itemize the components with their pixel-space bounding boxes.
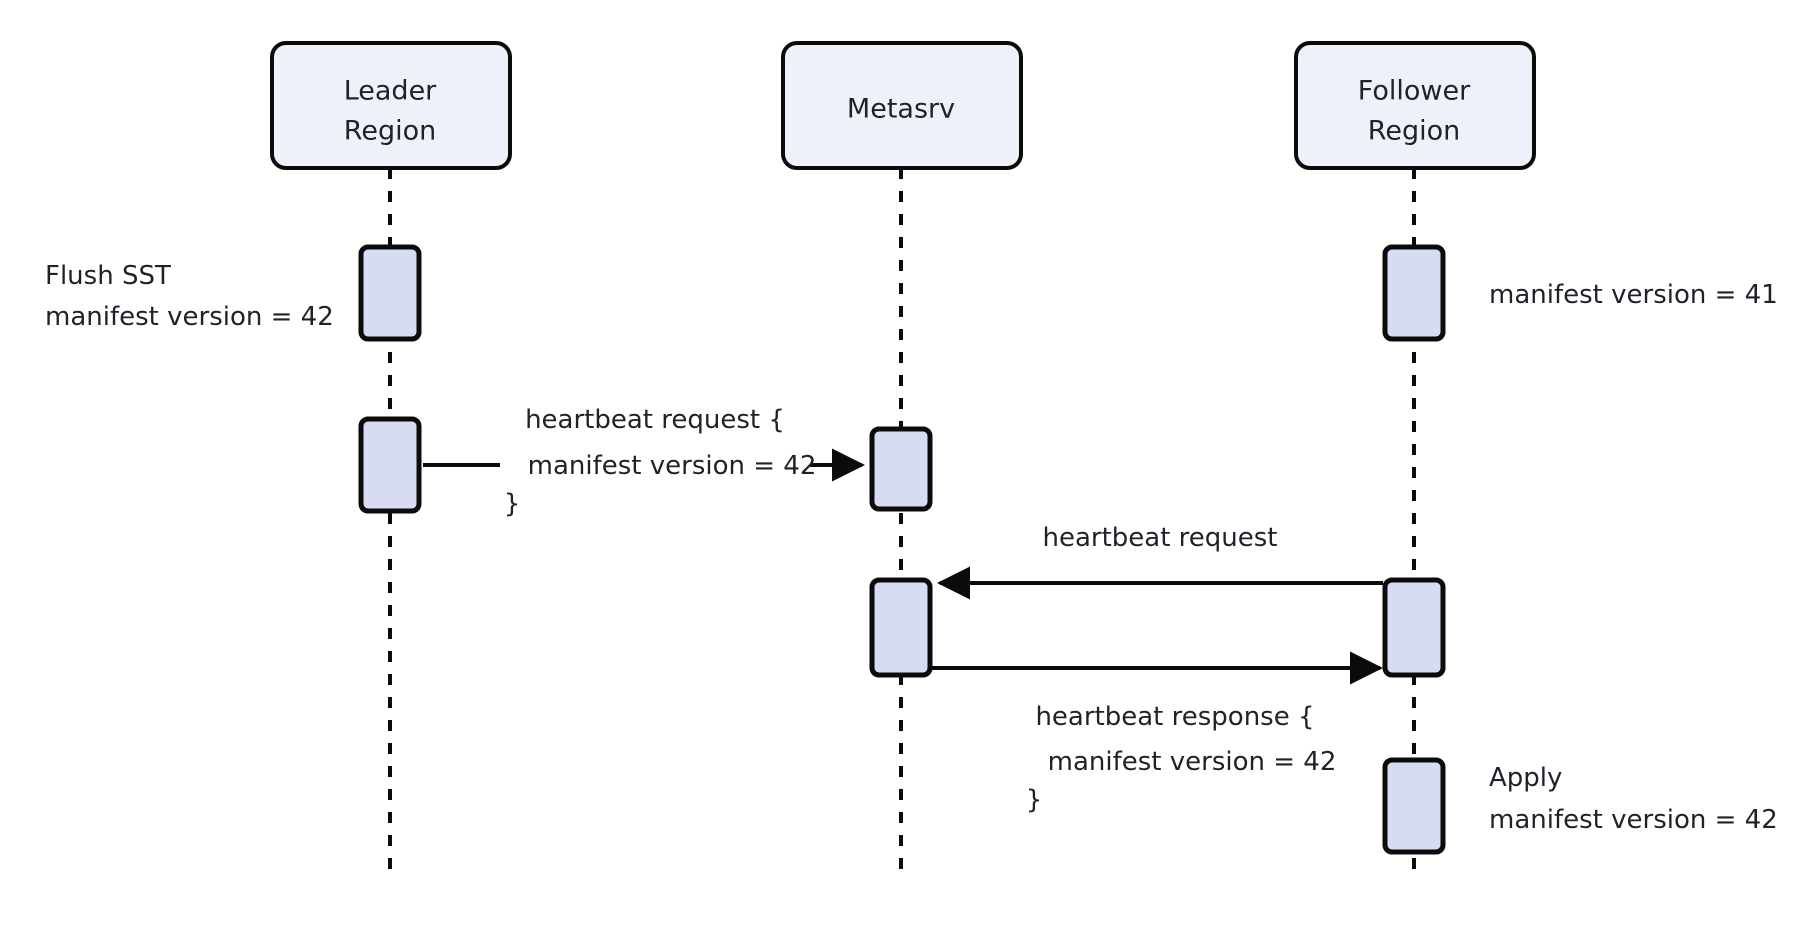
activation-leader-flush <box>358 244 422 342</box>
participant-label-follower-line2: Region <box>1368 116 1460 147</box>
message-heartbeat-response-label-line2: manifest version = 42 <box>1048 747 1337 777</box>
message-heartbeat-response-label-line3: } <box>1026 785 1043 815</box>
message-heartbeat-response-label-line1: heartbeat response { <box>1035 702 1314 732</box>
participant-box-follower[interactable] <box>1294 41 1536 170</box>
activation-leader-heartbeat <box>358 416 422 514</box>
activation-box-follower-apply <box>1382 757 1446 855</box>
activation-follower-heartbeat <box>1382 577 1446 678</box>
participant-label-metasrv-line1: Metasrv <box>847 94 955 125</box>
note-apply-line1: Apply <box>1489 763 1562 793</box>
message-leader-heartbeat-label-line1: heartbeat request { <box>525 405 785 435</box>
participant-leader[interactable]: Leader Region <box>270 41 512 170</box>
activation-follower-initial <box>1382 244 1446 342</box>
participant-box-leader[interactable] <box>270 41 512 170</box>
activation-metasrv-follower-hb <box>869 577 933 678</box>
participant-label-leader-line2: Region <box>344 116 436 147</box>
note-apply: Apply manifest version = 42 <box>1489 763 1778 835</box>
activation-metasrv-leader-hb <box>869 426 933 512</box>
message-leader-heartbeat: heartbeat request { manifest version = 4… <box>423 405 865 519</box>
participant-box-metasrv[interactable] <box>781 41 1023 170</box>
activation-follower-apply <box>1382 757 1446 855</box>
activation-box-leader-heartbeat <box>358 416 422 514</box>
activation-box-metasrv-leader-hb <box>869 426 933 512</box>
participant-follower[interactable]: Follower Region <box>1294 41 1536 170</box>
participant-metasrv[interactable]: Metasrv <box>781 41 1023 170</box>
activation-box-follower-initial <box>1382 244 1446 342</box>
participant-label-leader-line1: Leader <box>344 76 437 107</box>
note-flush-sst: Flush SST manifest version = 42 <box>45 261 334 332</box>
message-leader-heartbeat-label-line3: } <box>504 489 521 519</box>
message-follower-heartbeat: heartbeat request <box>937 523 1383 600</box>
participant-label-follower-line1: Follower <box>1358 76 1471 107</box>
note-flush-sst-line2: manifest version = 42 <box>45 302 334 332</box>
note-follower-v41: manifest version = 41 <box>1489 280 1778 310</box>
note-apply-line2: manifest version = 42 <box>1489 805 1778 835</box>
activation-box-leader-flush <box>358 244 422 342</box>
activation-box-metasrv-follower-hb <box>869 577 933 678</box>
message-heartbeat-response: heartbeat response { manifest version = … <box>932 651 1383 815</box>
note-flush-sst-line1: Flush SST <box>45 261 171 291</box>
message-follower-heartbeat-label-line1: heartbeat request <box>1042 523 1277 553</box>
note-follower-v41-line1: manifest version = 41 <box>1489 280 1778 310</box>
message-leader-heartbeat-label-line2: manifest version = 42 <box>528 451 817 481</box>
activation-box-follower-heartbeat <box>1382 577 1446 678</box>
